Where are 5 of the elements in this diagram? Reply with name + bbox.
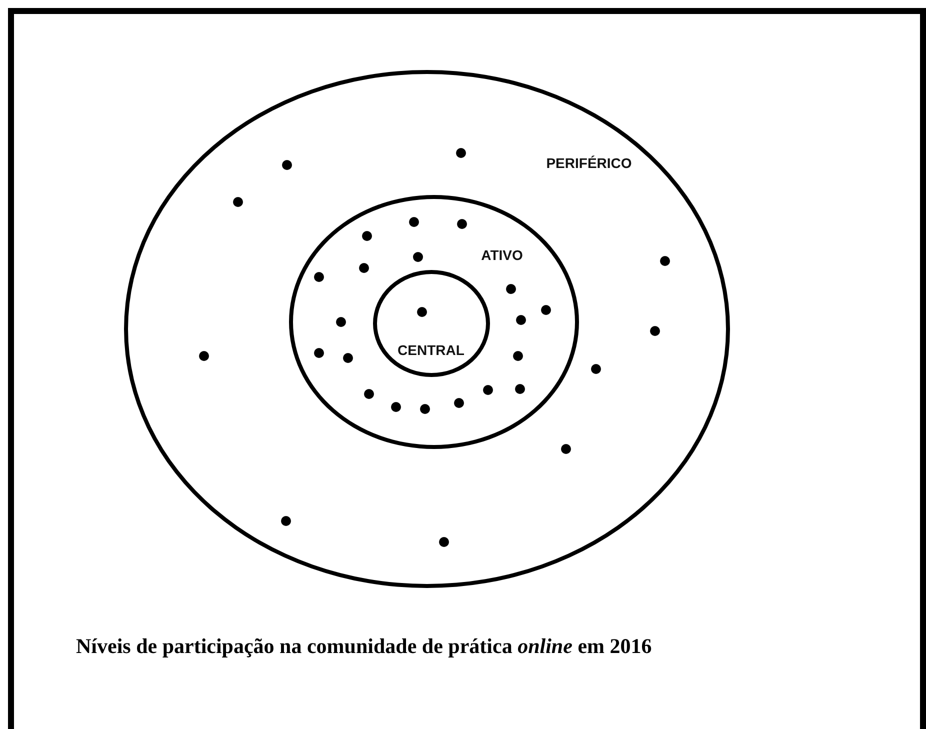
level-label: ATIVO — [481, 247, 523, 263]
ellipse — [373, 270, 490, 377]
caption: Níveis de participação na comunidade de prática online em 2016 — [76, 634, 652, 659]
level-label: CENTRAL — [398, 342, 464, 358]
level-label: PERIFÉRICO — [546, 155, 632, 171]
